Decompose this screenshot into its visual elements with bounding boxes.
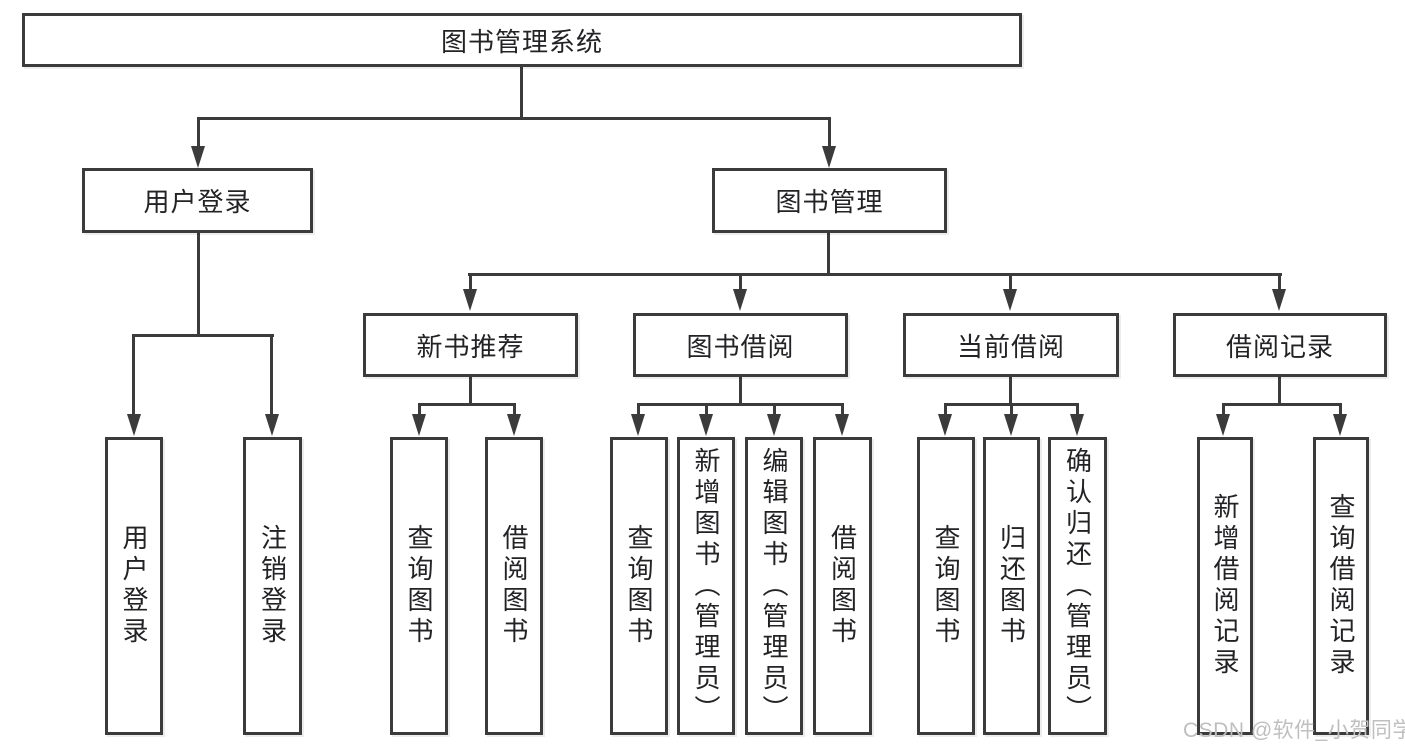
node-root-label: 图书管理系统 — [440, 26, 603, 57]
connector-split-borrow-record — [1222, 403, 1342, 406]
leaf-query-books-recommend: 查询图书 — [390, 437, 448, 735]
node-book-management-label: 图书管理 — [775, 187, 884, 217]
arrow-down-icon — [1070, 414, 1084, 436]
node-current-borrow: 当前借阅 — [903, 313, 1119, 377]
connector-stem-leaf-user-login — [132, 334, 135, 416]
leaf-query-borrow-record: 查询借阅记录 — [1313, 437, 1369, 735]
node-borrow-record-label: 借阅记录 — [1225, 331, 1334, 362]
leaf-add-book-admin-label: 新增图书（管理员） — [691, 446, 721, 726]
leaf-add-borrow-record-label: 新增借阅记录 — [1210, 493, 1240, 679]
connector-stem-leaf — [773, 403, 776, 416]
leaf-edit-book-admin: 编辑图书（管理员） — [745, 437, 803, 735]
arrow-down-icon — [822, 146, 836, 168]
connector-stem-user-login — [197, 117, 200, 148]
node-current-borrow-label: 当前借阅 — [956, 331, 1065, 362]
arrow-down-icon — [507, 414, 521, 436]
arrow-down-icon — [835, 414, 849, 436]
arrow-down-icon — [733, 289, 747, 311]
connector-stem-leaf — [1076, 403, 1079, 416]
node-book-borrow-label: 图书借阅 — [686, 331, 795, 362]
connector-user-login-split — [132, 334, 274, 337]
arrow-down-icon — [265, 414, 279, 436]
connector-split-new-book-recommend — [418, 403, 516, 406]
arrow-down-icon — [938, 414, 952, 436]
node-book-management: 图书管理 — [712, 168, 947, 233]
leaf-borrow-books-recommend-label: 借阅图书 — [499, 524, 529, 648]
connector-stem-leaf — [944, 403, 947, 416]
leaf-return-book: 归还图书 — [983, 437, 1040, 735]
node-book-borrow: 图书借阅 — [633, 313, 848, 377]
leaf-edit-book-admin-label: 编辑图书（管理员） — [759, 446, 789, 726]
arrow-down-icon — [1272, 289, 1286, 311]
leaf-query-books-borrow: 查询图书 — [610, 437, 668, 735]
connector-stem-leaf — [1222, 403, 1225, 416]
leaf-query-books-current: 查询图书 — [917, 437, 975, 735]
leaf-user-login-label: 用户登录 — [119, 524, 149, 648]
node-borrow-record: 借阅记录 — [1173, 313, 1387, 377]
node-user-login: 用户登录 — [82, 168, 313, 233]
arrow-down-icon — [767, 414, 781, 436]
leaf-user-login: 用户登录 — [105, 437, 163, 735]
connector-stem-leaf-logout — [270, 334, 273, 416]
connector-stem-leaf — [705, 403, 708, 416]
leaf-add-book-admin: 新增图书（管理员） — [677, 437, 735, 735]
leaf-borrow-books-recommend: 借阅图书 — [485, 437, 543, 735]
node-root: 图书管理系统 — [22, 13, 1022, 67]
leaf-logout-label: 注销登录 — [257, 524, 288, 648]
connector-stem-leaf — [637, 403, 640, 416]
leaf-query-borrow-record-label: 查询借阅记录 — [1326, 493, 1356, 679]
connector-root-trunk — [520, 66, 523, 119]
connector-trunk-current-borrow — [1009, 375, 1012, 406]
connector-stem-book-borrow — [739, 273, 742, 291]
connector-stem-leaf — [1010, 403, 1013, 416]
arrow-down-icon — [1333, 414, 1347, 436]
connector-stem-borrow-record — [1278, 273, 1281, 291]
connector-trunk-new-book-recommend — [469, 375, 472, 406]
arrow-down-icon — [1216, 414, 1230, 436]
connector-stem-leaf — [841, 403, 844, 416]
node-user-login-label: 用户登录 — [143, 187, 252, 217]
connector-level2-split — [197, 117, 831, 120]
connector-stem-leaf — [418, 403, 421, 416]
arrow-down-icon — [127, 414, 141, 436]
connector-stem-new-book-recommend — [469, 273, 472, 291]
arrow-down-icon — [1004, 414, 1018, 436]
csdn-watermark: CSDN @软件_小贺同学 — [1183, 719, 1405, 742]
arrow-down-icon — [631, 414, 645, 436]
leaf-add-borrow-record: 新增借阅记录 — [1197, 437, 1253, 735]
connector-book-management-trunk — [827, 232, 830, 276]
node-new-book-recommend-label: 新书推荐 — [416, 331, 525, 362]
arrow-down-icon — [463, 289, 477, 311]
connector-split-book-borrow — [637, 403, 844, 406]
connector-stem-leaf — [513, 403, 516, 416]
arrow-down-icon — [191, 146, 205, 168]
connector-trunk-borrow-record — [1278, 375, 1281, 406]
leaf-borrow-books: 借阅图书 — [813, 437, 872, 735]
connector-user-login-trunk — [197, 232, 200, 336]
leaf-logout: 注销登录 — [243, 437, 302, 735]
leaf-query-books-recommend-label: 查询图书 — [404, 524, 434, 648]
leaf-query-books-current-label: 查询图书 — [931, 524, 961, 648]
connector-level3-split — [468, 273, 1282, 276]
connector-trunk-book-borrow — [739, 375, 742, 406]
leaf-borrow-books-label: 借阅图书 — [827, 524, 858, 648]
leaf-return-book-label: 归还图书 — [996, 524, 1027, 648]
leaf-confirm-return-admin: 确认归还（管理员） — [1048, 437, 1107, 735]
leaf-confirm-return-admin-label: 确认归还（管理员） — [1062, 446, 1093, 726]
leaf-query-books-borrow-label: 查询图书 — [624, 524, 654, 648]
connector-stem-book-management — [828, 117, 831, 148]
node-new-book-recommend: 新书推荐 — [363, 313, 578, 377]
connector-stem-leaf — [1339, 403, 1342, 416]
arrow-down-icon — [1003, 289, 1017, 311]
arrow-down-icon — [412, 414, 426, 436]
arrow-down-icon — [699, 414, 713, 436]
connector-stem-current-borrow — [1009, 273, 1012, 291]
